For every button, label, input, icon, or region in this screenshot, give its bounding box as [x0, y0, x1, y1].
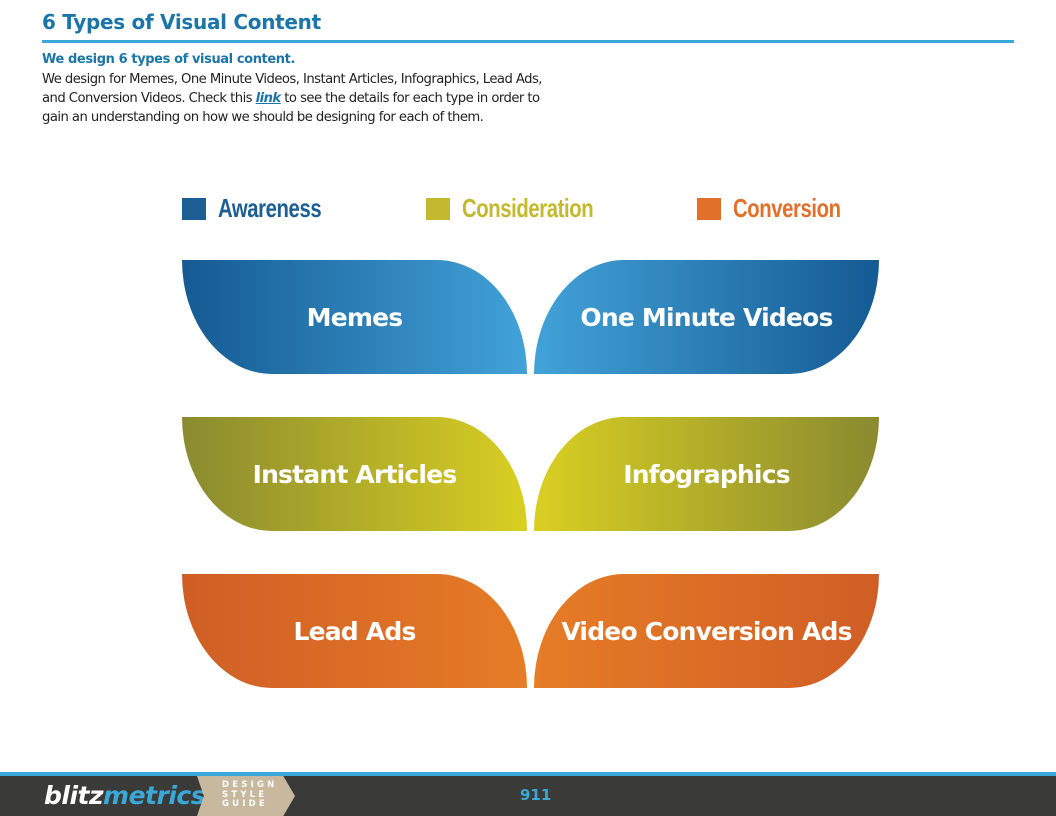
legend-label-awareness: Awareness	[218, 193, 322, 223]
memes-label: Memes	[306, 302, 404, 332]
conversion-swatch-icon	[697, 197, 721, 220]
consideration-swatch-icon	[426, 197, 450, 220]
instant-articles-card: Instant Articles	[182, 417, 527, 531]
logo-metrics: metrics	[103, 781, 206, 810]
video-conversion-ads-label: Video Conversion Ads	[561, 616, 852, 646]
legend-consideration: Consideration	[426, 193, 630, 224]
legend-conversion: Conversion	[697, 193, 871, 224]
infographics-label: Infographics	[623, 459, 790, 489]
intro-text-after-link: to see the details for each type in orde…	[42, 91, 540, 125]
intro-paragraph: We design for Memes, One Minute Videos, …	[42, 70, 543, 127]
intro-subheading: We design 6 types of visual content.	[42, 52, 295, 67]
guide-line-style: STYLE	[222, 789, 268, 800]
one-minute-videos-label: One Minute Videos	[580, 302, 833, 332]
lead-ads-label: Lead Ads	[293, 616, 416, 646]
lead-ads-card: Lead Ads	[182, 574, 527, 688]
memes-card: Memes	[182, 260, 527, 374]
awareness-swatch-icon	[182, 197, 206, 220]
video-conversion-ads-card: Video Conversion Ads	[534, 574, 879, 688]
legend-label-consideration: Consideration	[462, 193, 594, 223]
instant-articles-label: Instant Articles	[252, 459, 458, 489]
blitzmetrics-logo: blitzmetrics	[44, 781, 206, 810]
page-number: 911	[520, 786, 552, 804]
page-title: 6 Types of Visual Content	[42, 10, 321, 34]
details-link[interactable]: link	[255, 91, 282, 106]
logo-blitz: blitz	[44, 781, 104, 810]
intro-text-before-link: We design for Memes, One Minute Videos, …	[42, 72, 543, 106]
infographics-card: Infographics	[534, 417, 879, 531]
guide-line-design: DESIGN	[222, 780, 278, 790]
legend-awareness: Awareness	[182, 193, 350, 224]
guide-line-guide: GUIDE	[222, 799, 268, 809]
one-minute-videos-card: One Minute Videos	[534, 260, 879, 374]
design-style-guide-text: DESIGN STYLE GUIDE	[222, 780, 278, 810]
legend-label-conversion: Conversion	[733, 193, 841, 223]
footer-bar	[0, 772, 1056, 816]
design-style-guide-tag	[197, 776, 295, 816]
footer-divider	[0, 772, 1056, 776]
title-divider	[42, 40, 1014, 43]
